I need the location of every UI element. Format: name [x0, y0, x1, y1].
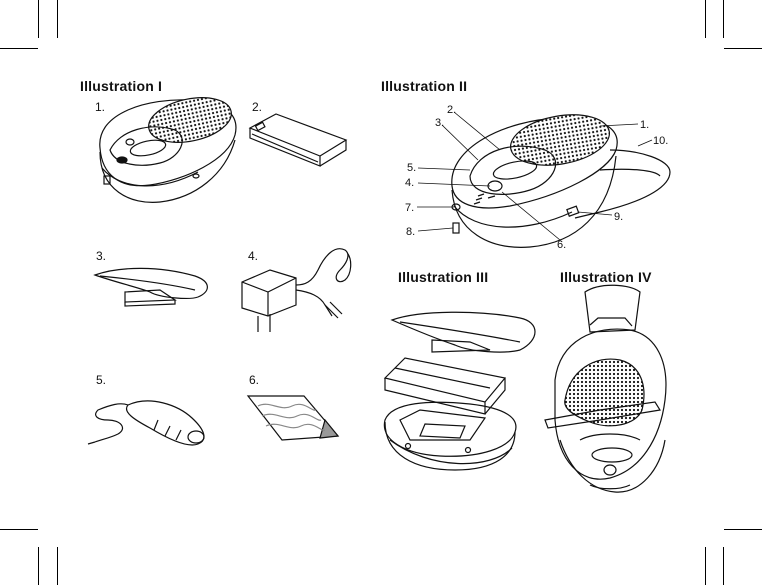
callout-label: 6.: [557, 239, 567, 251]
crop-mark: [723, 0, 724, 38]
speakerphone-device-drawing: [99, 97, 237, 203]
illustration-4-title: Illustration IV: [560, 269, 652, 285]
crop-mark: [723, 547, 724, 585]
callout-label: 5.: [407, 162, 417, 174]
crop-mark: [38, 547, 39, 585]
item-number: 4.: [248, 249, 259, 263]
crop-mark: [705, 547, 706, 585]
item-number: 2.: [252, 100, 263, 114]
item-number: 3.: [96, 249, 107, 263]
callout-label: 8.: [406, 226, 416, 238]
exploded-view-drawing: [383, 311, 536, 471]
crop-mark: [705, 0, 706, 38]
visor-clip-drawing: [93, 267, 208, 307]
crop-mark: [38, 0, 39, 38]
crop-mark: [57, 547, 58, 585]
battery-drawing: [248, 113, 348, 167]
illustration-1-title: Illustration I: [80, 78, 163, 94]
callout-label: 2.: [447, 104, 457, 116]
callout-lines: [417, 111, 653, 241]
callout-label: 3.: [435, 117, 445, 129]
callout-label: 1.: [640, 119, 650, 131]
car-charger-drawing: [87, 400, 205, 446]
item-number: 5.: [96, 373, 107, 387]
callout-label: 9.: [614, 211, 624, 223]
crop-mark: [724, 529, 762, 530]
device-callout-drawing: [451, 114, 671, 248]
crop-mark: [0, 48, 38, 49]
ac-charger-drawing: [241, 248, 352, 332]
crop-mark: [724, 48, 762, 49]
illustration-2-title: Illustration II: [381, 78, 468, 94]
illustration-3-title: Illustration III: [398, 269, 489, 285]
adhesive-pad-drawing: [246, 395, 340, 441]
visor-mounted-device-drawing: [544, 284, 667, 493]
item-number: 6.: [249, 373, 260, 387]
crop-mark: [57, 0, 58, 38]
item-number: 1.: [95, 100, 106, 114]
crop-mark: [0, 529, 38, 530]
callout-label: 7.: [405, 202, 415, 214]
callout-label: 4.: [405, 177, 415, 189]
callout-label: 10.: [653, 135, 669, 147]
